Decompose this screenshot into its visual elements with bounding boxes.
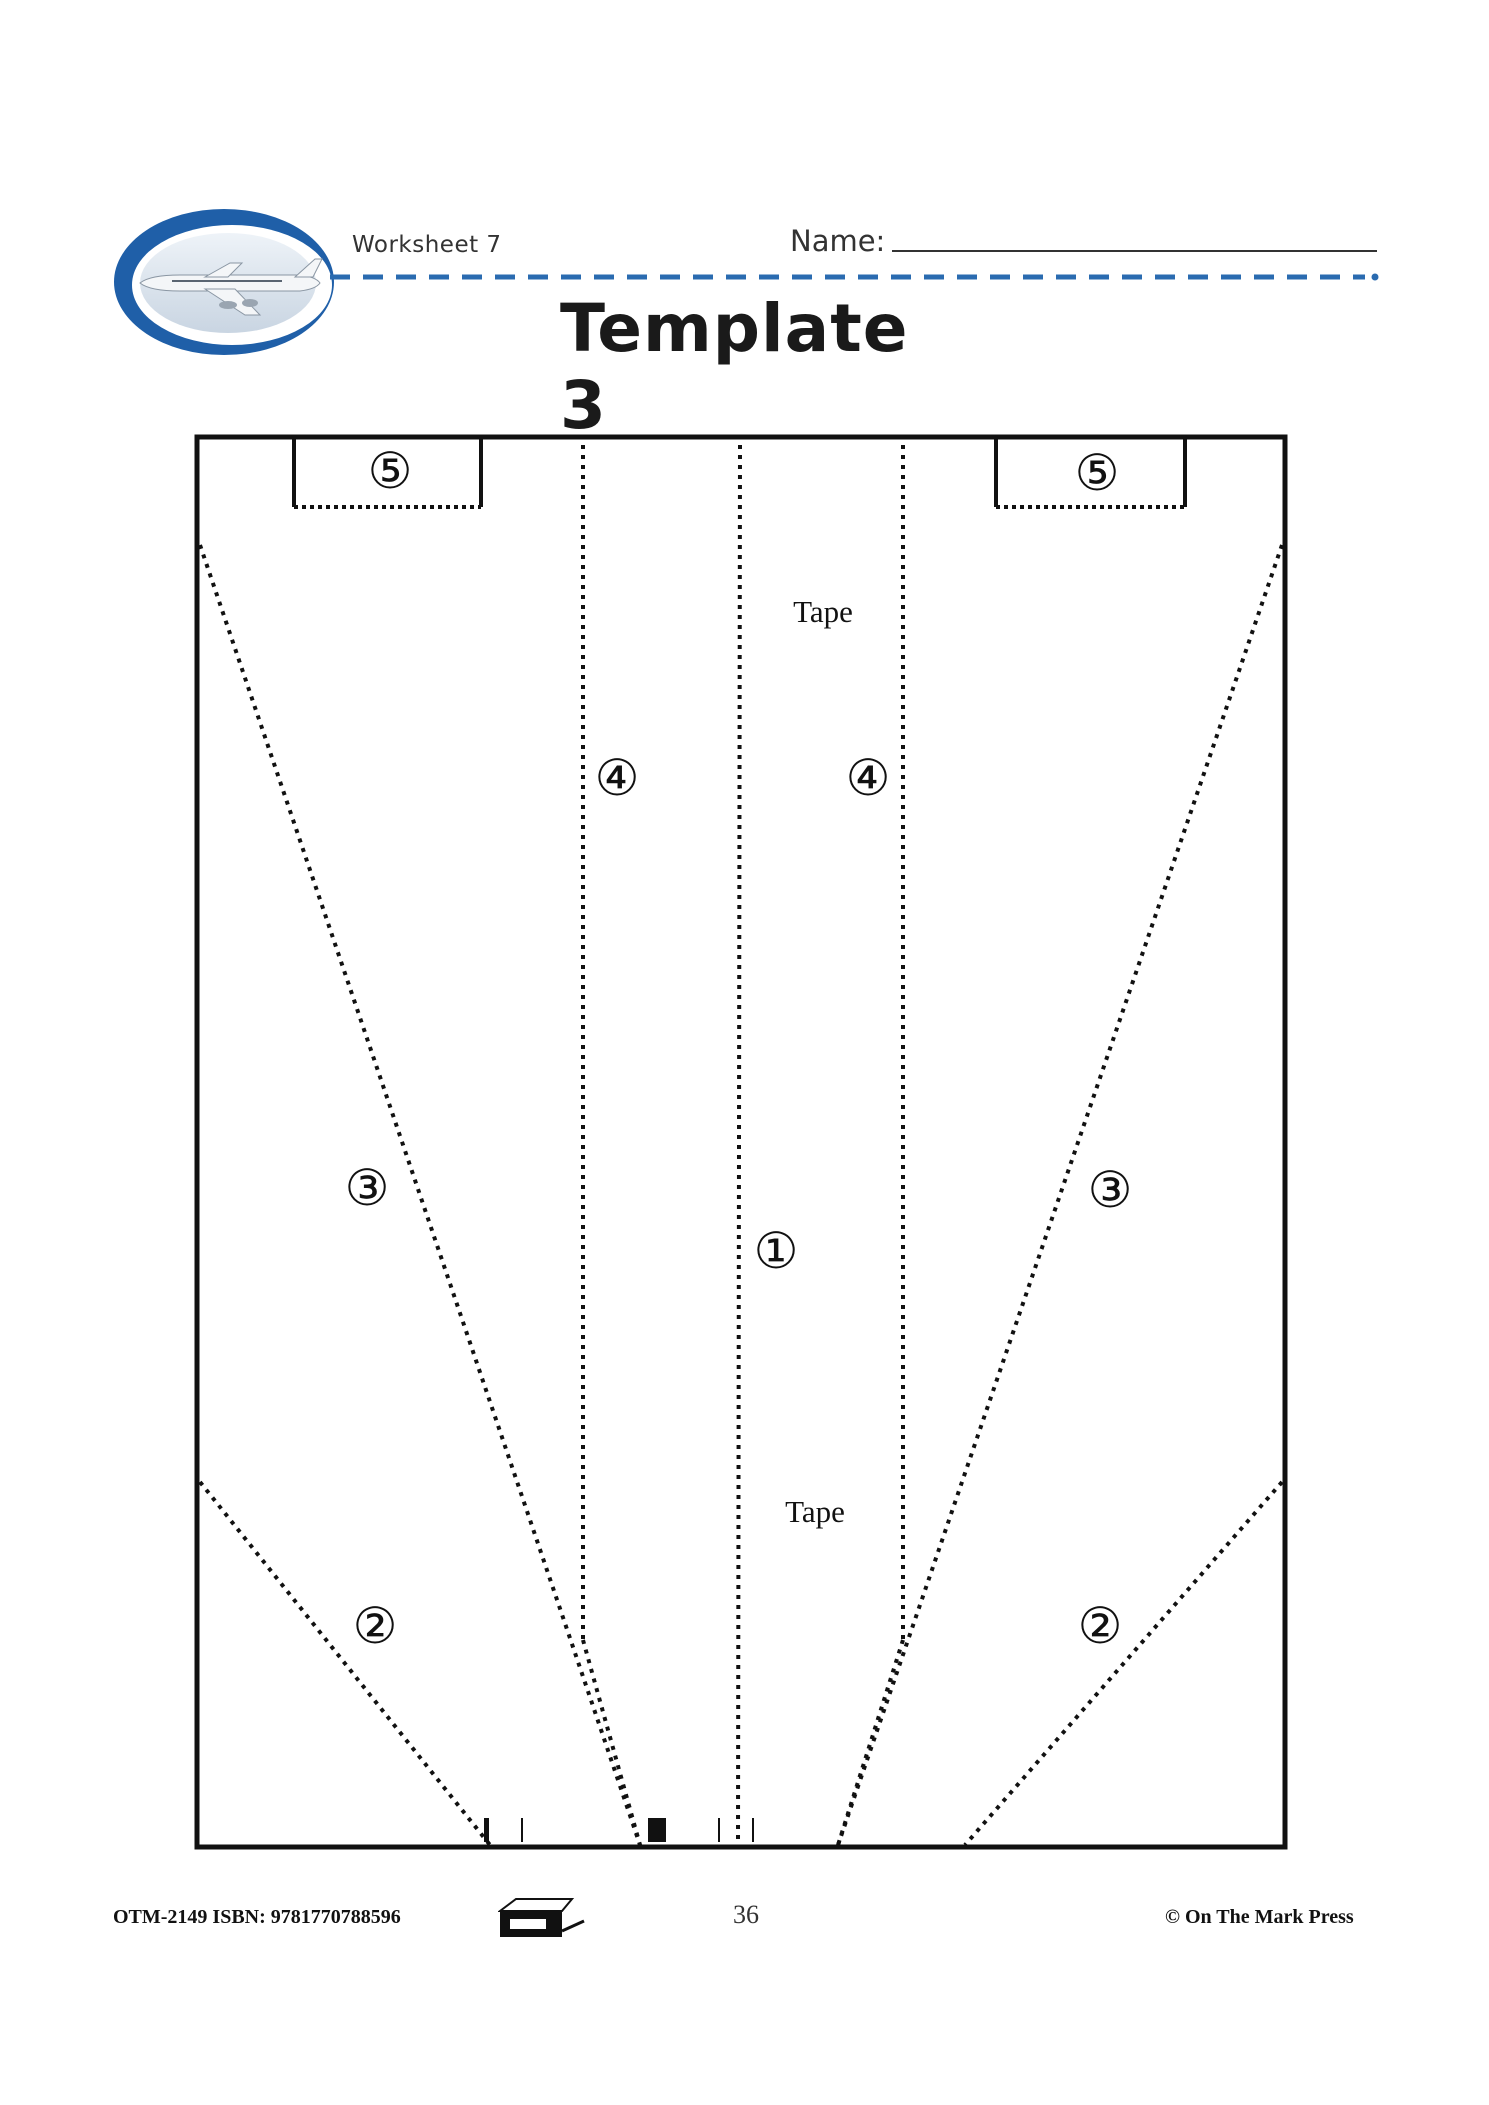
tape-label-bottom: Tape: [785, 1494, 845, 1529]
name-label: Name:: [790, 224, 886, 258]
photocopier-icon: [498, 1898, 585, 1937]
dashed-divider: [330, 273, 1379, 281]
label-3-right: ③: [1088, 1161, 1133, 1219]
label-2-left: ②: [353, 1597, 398, 1655]
fold-line-1: [736, 444, 742, 1846]
fold-line-4-right-tail: [836, 1639, 905, 1846]
label-2-right: ②: [1078, 1597, 1123, 1655]
page-number: 36: [733, 1900, 759, 1929]
label-5-right: ⑤: [1075, 444, 1120, 502]
tab-5-left: [292, 437, 483, 507]
label-3-left: ③: [345, 1159, 390, 1217]
name-field-line[interactable]: [892, 250, 1377, 252]
fold-line-4-left-tail: [581, 1639, 642, 1846]
label-5-left: ⑤: [368, 442, 413, 500]
tab-5-right: [994, 437, 1187, 507]
fold-line-2-right: [963, 1480, 1284, 1847]
label-1: ①: [754, 1222, 799, 1280]
label-4-left: ④: [595, 749, 640, 807]
product-code-isbn: OTM-2149 ISBN: 9781770788596: [113, 1906, 401, 1928]
copyright: © On The Mark Press: [1165, 1906, 1354, 1928]
fold-line-2-left: [198, 1480, 492, 1847]
template-border: [194, 434, 1288, 1850]
airplane-logo-icon: [114, 209, 334, 355]
page-title: Template 3: [560, 290, 909, 444]
tape-label-top: Tape: [793, 594, 853, 629]
label-4-right: ④: [846, 749, 891, 807]
fold-line-3-left: [198, 544, 642, 1846]
worksheet-number: Worksheet 7: [352, 232, 502, 258]
